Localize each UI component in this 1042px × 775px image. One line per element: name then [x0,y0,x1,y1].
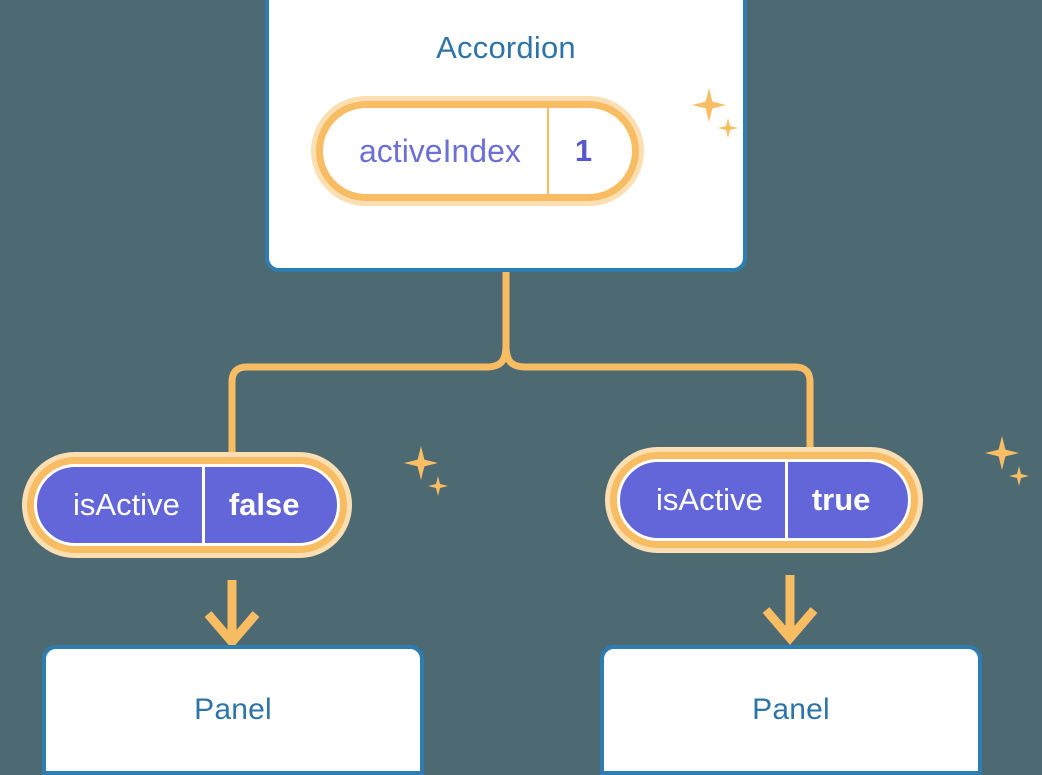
state-badge-active-index[interactable]: activeIndex 1 [311,96,645,206]
panel-node-left[interactable]: Panel [42,645,424,775]
sparkle-icon [404,446,438,480]
state-badge-is-active-right[interactable]: isActive true [605,447,924,553]
state-badge-is-active-left[interactable]: isActive false [22,452,353,558]
accordion-title: Accordion [436,30,576,65]
badge-ring: isActive true [610,452,919,548]
badge-ring: isActive false [27,457,348,553]
sparkle-icon [428,476,448,496]
connector-branch-right [502,341,814,466]
sparkle-icon [985,436,1019,470]
panel-node-right[interactable]: Panel [600,645,982,775]
badge-body: isActive true [617,459,912,541]
badge-ring: activeIndex 1 [316,101,640,201]
badge-value-is-active-right: true [784,462,909,538]
arrow-down-icon-right [762,575,818,645]
sparkle-icon [1009,466,1029,486]
badge-body: activeIndex 1 [323,108,633,194]
connector-branch-left [228,341,510,470]
badge-body: isActive false [34,464,341,546]
panel-title-left: Panel [194,693,272,726]
badge-key-is-active-left: isActive [73,487,180,522]
badge-key-active-index: activeIndex [359,132,521,169]
badge-value-active-index: 1 [546,108,632,194]
badge-value-is-active-left: false [201,467,338,543]
arrow-down-icon-left [204,580,260,649]
badge-key-is-active-right: isActive [656,482,763,517]
panel-title-right: Panel [752,693,830,726]
